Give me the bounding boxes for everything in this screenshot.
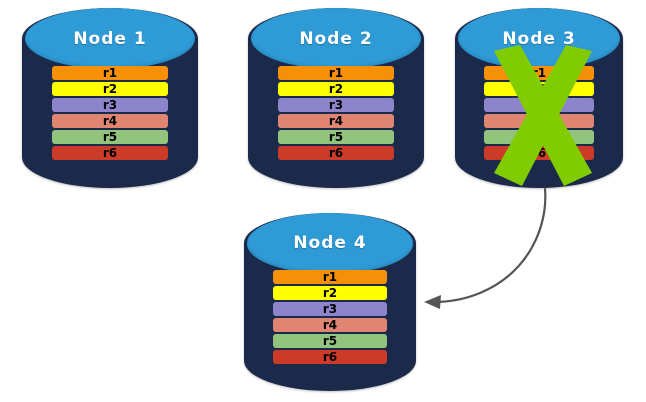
node-4-row-r6: r6 [273, 349, 387, 364]
node-3-row-r5: r5 [483, 129, 595, 144]
node-2-row-r4: r4 [277, 113, 395, 128]
node-2-row-r2: r2 [277, 81, 395, 96]
node-4-row-r3: r3 [273, 301, 387, 316]
node-4-row-r1: r1 [273, 269, 387, 284]
node-1-rows: r1 r2 r3 r4 r5 r6 [51, 65, 169, 160]
node-4-cylinder-top [246, 213, 414, 274]
node-1-row-r2: r2 [51, 81, 169, 96]
node-2-rows: r1 r2 r3 r4 r5 r6 [277, 65, 395, 160]
node-1-row-r6: r6 [51, 145, 169, 160]
node-3-row-r4: r4 [483, 113, 595, 128]
node-4-row-r4: r4 [273, 317, 387, 332]
node-4-row-r2: r2 [273, 285, 387, 300]
node-3-row-r2: r2 [483, 81, 595, 96]
node-2-row-r5: r5 [277, 129, 395, 144]
node-3-row-r6: r6 [483, 145, 595, 160]
node-2-label: Node 2 [299, 28, 373, 49]
node-1-cylinder-top [24, 8, 196, 70]
node-2-row-r3: r3 [277, 97, 395, 112]
node-3-label: Node 3 [502, 28, 576, 49]
node-1-row-r3: r3 [51, 97, 169, 112]
node-2[interactable]: Node 2 r1 r2 r3 r4 r5 r6 [248, 8, 424, 188]
node-3-rows: r1 r2 r3 r4 r5 r6 [483, 65, 595, 160]
node-1[interactable]: Node 1 r1 r2 r3 r4 r5 r6 [22, 8, 198, 188]
node-4[interactable]: Node 4 r1 r2 r3 r4 r5 r6 [244, 213, 416, 391]
node-1-row-r5: r5 [51, 129, 169, 144]
node-1-row-r4: r4 [51, 113, 169, 128]
node-1-row-r1: r1 [51, 65, 169, 80]
node-4-row-r5: r5 [273, 333, 387, 348]
node-3-row-r3: r3 [483, 97, 595, 112]
node-1-label: Node 1 [73, 28, 147, 49]
node-2-cylinder-top [250, 8, 422, 70]
node-2-row-r1: r1 [277, 65, 395, 80]
node-2-row-r6: r6 [277, 145, 395, 160]
node-4-label: Node 4 [293, 233, 367, 254]
node-4-rows: r1 r2 r3 r4 r5 r6 [273, 269, 387, 364]
node-3-row-r1: r1 [483, 65, 595, 80]
node-3[interactable]: Node 3 r1 r2 r3 r4 r5 r6 [455, 8, 623, 188]
